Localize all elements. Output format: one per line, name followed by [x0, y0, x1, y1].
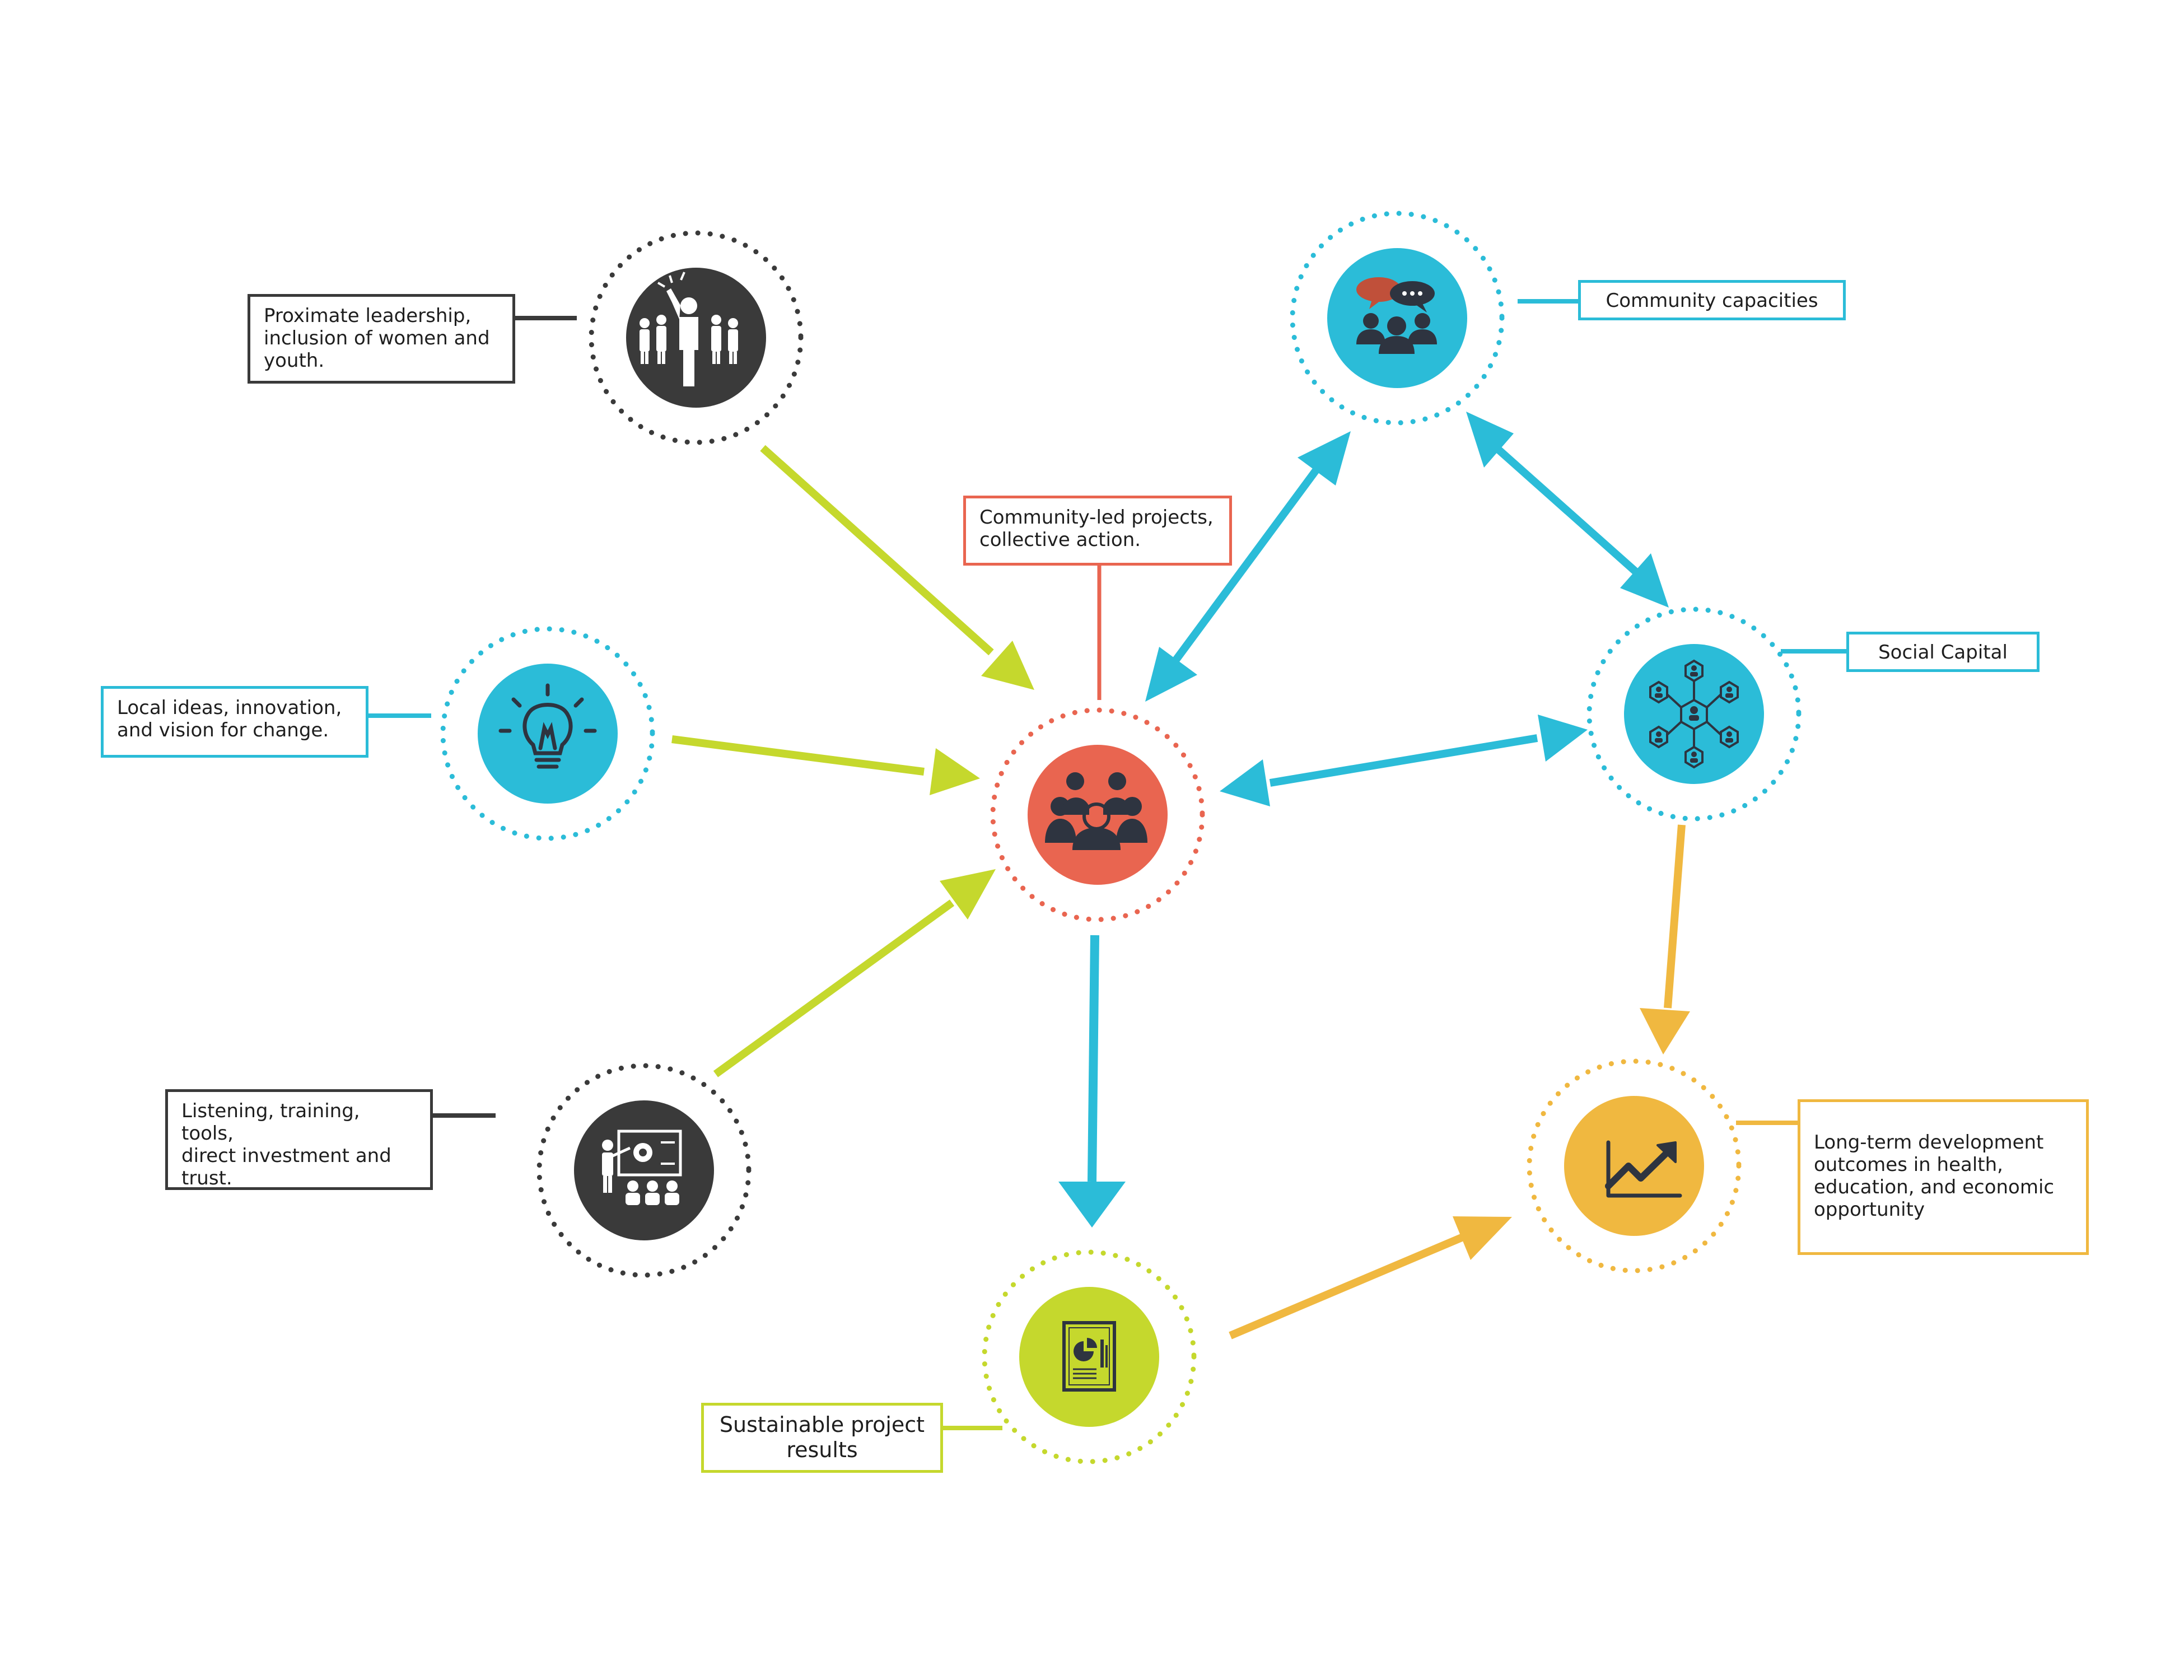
label-listening-line-2: direct investment and	[181, 1145, 391, 1168]
label-community-projects: Community-led projects, collective actio…	[963, 496, 1232, 566]
node-listening	[536, 1063, 752, 1278]
label-connectors	[367, 299, 1848, 1430]
label-ideas: Local ideas, innovation, and vision for …	[101, 686, 368, 758]
growth-chart-icon	[1605, 1140, 1682, 1198]
arrow-projects-to-results	[1058, 935, 1126, 1228]
discussion-group-icon	[1356, 277, 1437, 354]
node-leadership	[589, 230, 804, 445]
label-social-capital: Social Capital	[1846, 632, 2040, 672]
arrow-results-to-outcomes	[1229, 1216, 1512, 1340]
label-capacities: Community capacities	[1578, 280, 1846, 320]
label-listening-line-1: Listening, training, tools,	[181, 1100, 360, 1145]
label-results-line-1: Sustainable project	[719, 1412, 925, 1437]
label-outcomes-line-1: Long-term development	[1814, 1131, 2044, 1154]
node-social-capital	[1586, 606, 1802, 822]
arrow-projects-social-capital	[1220, 715, 1588, 806]
label-outcomes-line-2: outcomes in health,	[1814, 1154, 2003, 1177]
arrow-listening-to-projects	[713, 869, 996, 1077]
label-leadership-line-2: inclusion of women and	[264, 327, 490, 350]
node-capacities	[1290, 211, 1505, 426]
label-ideas-line-1: Local ideas, innovation,	[117, 697, 342, 719]
label-community-projects-line-1: Community-led projects,	[979, 506, 1214, 529]
training-presentation-icon	[602, 1130, 682, 1205]
arrow-ideas-to-projects	[671, 735, 980, 795]
node-outcomes	[1527, 1058, 1742, 1273]
community-group-icon	[1045, 772, 1147, 850]
label-leadership: Proximate leadership, inclusion of women…	[248, 294, 515, 384]
node-results	[982, 1249, 1197, 1464]
label-results-line-2: results	[786, 1437, 858, 1462]
label-capacities-line-1: Community capacities	[1606, 290, 1818, 312]
node-ideas	[440, 626, 655, 841]
label-listening: Listening, training, tools, direct inves…	[165, 1089, 433, 1190]
arrows	[671, 412, 1690, 1340]
arrow-capacities-social-capital	[1466, 412, 1669, 608]
label-results: Sustainable project results	[701, 1403, 943, 1473]
label-leadership-line-3: youth.	[264, 349, 325, 372]
network-icon	[1649, 659, 1739, 769]
label-outcomes-line-4: opportunity	[1814, 1198, 1925, 1221]
arrow-social-capital-to-outcomes	[1640, 824, 1690, 1054]
label-leadership-line-1: Proximate leadership,	[264, 305, 472, 327]
label-social-capital-line-1: Social Capital	[1878, 641, 2008, 664]
label-listening-line-3: trust.	[181, 1167, 232, 1190]
arrow-projects-capacities	[1145, 431, 1351, 702]
label-outcomes: Long-term development outcomes in health…	[1798, 1099, 2089, 1255]
arrow-leadership-to-projects	[760, 445, 1034, 690]
label-outcomes-line-3: education, and economic	[1814, 1176, 2055, 1199]
label-community-projects-line-2: collective action.	[979, 529, 1141, 552]
report-document-icon	[1062, 1321, 1116, 1392]
label-ideas-line-2: and vision for change.	[117, 719, 329, 742]
lightbulb-icon	[498, 683, 597, 769]
node-community-projects	[990, 707, 1205, 922]
leader-with-group-icon	[640, 272, 738, 386]
